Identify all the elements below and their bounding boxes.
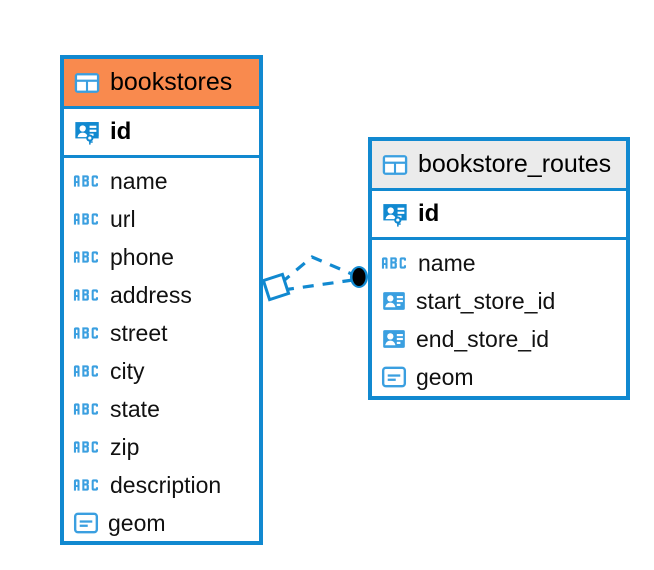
relationship-circle-marker[interactable] — [350, 266, 368, 288]
entity-field-label-geom: geom — [416, 363, 474, 390]
primary-key-icon — [381, 200, 409, 228]
abc-text-icon — [73, 323, 101, 343]
entity-field-row-primary-key[interactable]: id — [64, 109, 259, 158]
table-icon — [381, 151, 409, 179]
entity-field-label-end-store-id: end_store_id — [416, 325, 549, 352]
entity-field-label-start-store-id: start_store_id — [416, 287, 556, 314]
entity-field-row-end-store-id[interactable]: end_store_id — [372, 320, 626, 358]
entity-field-label-id: id — [418, 200, 440, 227]
abc-text-icon — [73, 361, 101, 381]
relationship-line-upper — [279, 255, 355, 285]
entity-field-row-name[interactable]: name — [372, 244, 626, 282]
geometry-icon — [73, 510, 99, 536]
entity-field-list-bookstores: name url — [64, 158, 259, 546]
entity-field-row-state[interactable]: state — [64, 390, 259, 428]
relationship-line-lower — [282, 278, 354, 292]
abc-text-icon — [381, 253, 409, 273]
abc-text-icon — [73, 171, 101, 191]
entity-field-row-geom[interactable]: geom — [64, 504, 259, 542]
entity-field-label-geom: geom — [108, 509, 166, 536]
entity-field-row-address[interactable]: address — [64, 276, 259, 314]
entity-field-row-name[interactable]: name — [64, 162, 259, 200]
entity-field-label-city: city — [110, 357, 145, 384]
geometry-icon — [381, 364, 407, 390]
entity-field-label-description: description — [110, 471, 222, 498]
entity-field-label-street: street — [110, 319, 168, 346]
foreign-key-icon — [381, 326, 407, 352]
entity-field-label-name: name — [110, 167, 168, 194]
entity-field-row-geom[interactable]: geom — [372, 358, 626, 396]
abc-text-icon — [73, 285, 101, 305]
entity-field-label-name: name — [418, 249, 476, 276]
entity-field-label-zip: zip — [110, 433, 140, 460]
entity-header-bookstores[interactable]: bookstores — [64, 59, 259, 109]
entity-field-label-address: address — [110, 281, 192, 308]
abc-text-icon — [73, 399, 101, 419]
entity-field-label-id: id — [110, 118, 132, 145]
entity-header-bookstore-routes[interactable]: bookstore_routes — [372, 141, 626, 191]
entity-field-label-state: state — [110, 395, 160, 422]
entity-field-row-phone[interactable]: phone — [64, 238, 259, 276]
abc-text-icon — [73, 209, 101, 229]
entity-field-row-primary-key[interactable]: id — [372, 191, 626, 240]
entity-field-row-city[interactable]: city — [64, 352, 259, 390]
abc-text-icon — [73, 475, 101, 495]
entity-field-label-url: url — [110, 205, 136, 232]
abc-text-icon — [73, 247, 101, 267]
primary-key-icon — [73, 118, 101, 146]
entity-field-row-street[interactable]: street — [64, 314, 259, 352]
entity-field-row-start-store-id[interactable]: start_store_id — [372, 282, 626, 320]
entity-title-bookstores: bookstores — [110, 68, 233, 96]
table-icon — [73, 69, 101, 97]
entity-bookstores[interactable]: bookstores — [60, 55, 263, 545]
entity-bookstore-routes[interactable]: bookstore_routes — [368, 137, 630, 400]
entity-field-row-description[interactable]: description — [64, 466, 259, 504]
entity-field-label-phone: phone — [110, 243, 174, 270]
entity-title-bookstore-routes: bookstore_routes — [418, 150, 612, 178]
entity-field-row-zip[interactable]: zip — [64, 428, 259, 466]
relationship-diamond-marker[interactable] — [261, 272, 291, 302]
entity-field-row-url[interactable]: url — [64, 200, 259, 238]
foreign-key-icon — [381, 288, 407, 314]
abc-text-icon — [73, 437, 101, 457]
entity-field-list-bookstore-routes: name start_store_id — [372, 240, 626, 400]
